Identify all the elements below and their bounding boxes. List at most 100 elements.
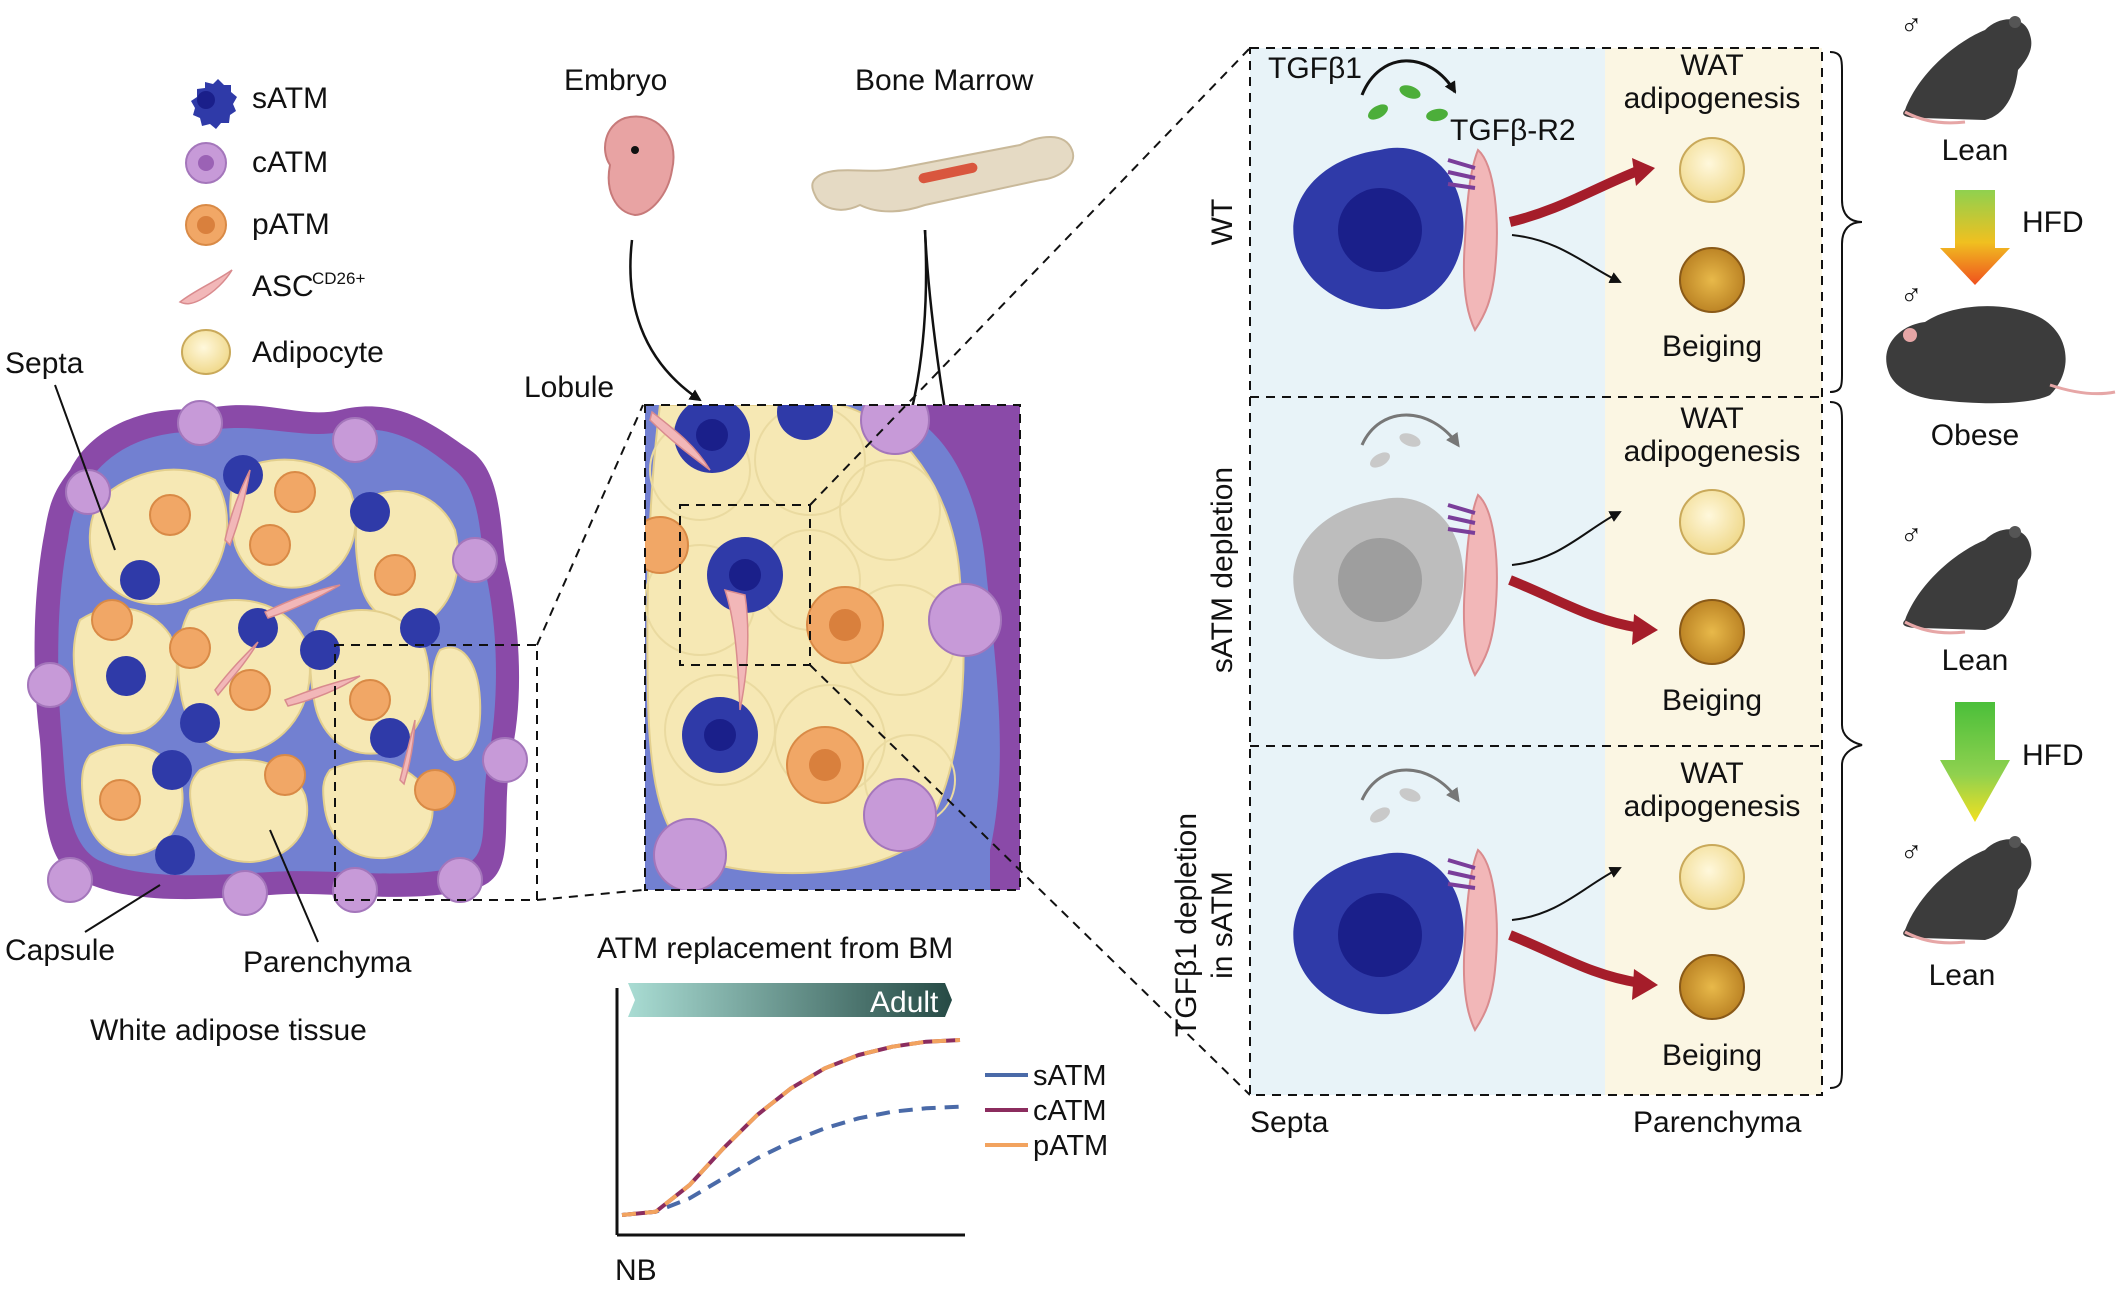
lobule-catm-1 xyxy=(928,583,1002,657)
parenchyma-label: Parenchyma xyxy=(243,946,412,979)
chart-x-label: NB xyxy=(615,1254,657,1286)
wt-wat-line1: WAT xyxy=(1680,49,1743,82)
stage-band xyxy=(628,983,952,1017)
wt-wat-line2: adipogenesis xyxy=(1624,82,1801,115)
hfd-label-2: HFD xyxy=(2022,739,2084,772)
septa-label: Septa xyxy=(5,347,84,380)
receptor-label: TGFβ-R2 xyxy=(1450,114,1576,147)
ko-beiging-label: Beiging xyxy=(1662,1039,1762,1072)
obese-label: Obese xyxy=(1931,419,2019,452)
lobule-asc-1 xyxy=(723,588,749,711)
panels-frame xyxy=(1249,47,1823,1096)
chart-legend-patm: pATM xyxy=(1033,1130,1108,1162)
obese-mouse xyxy=(1886,306,2116,404)
lean-mouse-2 xyxy=(1903,526,2032,635)
tgfb1-secretion-arrow xyxy=(1360,59,1457,96)
lobule-box xyxy=(644,404,1021,891)
bone-icon xyxy=(811,136,1075,213)
series-line-catm xyxy=(621,1038,961,1217)
ko-thick-arrow xyxy=(1508,930,1641,988)
row-tgfb1-label-line2: in sATM xyxy=(1206,871,1239,979)
hfd-arrow-1 xyxy=(1940,190,2010,285)
lean-label-3: Lean xyxy=(1929,959,1996,992)
ko-wat-line1: WAT xyxy=(1680,757,1743,790)
legend-asc-superscript: CD26+ xyxy=(312,269,365,288)
grey-molecules xyxy=(1370,433,1421,468)
adipocyte-icon xyxy=(181,329,231,375)
depletion-beige-adipocyte xyxy=(1679,599,1745,665)
depletion-thin-arrow xyxy=(1511,511,1622,566)
ko-molecules xyxy=(1370,788,1421,823)
ko-thin-arrow xyxy=(1511,866,1622,921)
panels-parenchyma-label: Parenchyma xyxy=(1633,1106,1802,1139)
male-symbol-4: ♂ xyxy=(1900,836,1923,869)
brace-depletion xyxy=(1829,401,1863,1089)
asc-icon xyxy=(178,269,233,305)
legend-patm-label: pATM xyxy=(252,208,330,241)
lobule-satm-4 xyxy=(777,405,833,440)
wt-beiging-label: Beiging xyxy=(1662,330,1762,363)
ko-secretion-arrow xyxy=(1360,768,1460,803)
wt-receptors xyxy=(1447,158,1476,190)
legend-catm-label: cATM xyxy=(252,146,328,179)
grey-secretion-arrow xyxy=(1360,413,1460,448)
chart-lines xyxy=(621,1038,961,1217)
parenchyma-bg xyxy=(1605,48,1822,1095)
zoom-lines-wat xyxy=(536,404,644,901)
tissue-asc-cells xyxy=(214,469,416,786)
stage-band-label: Adult xyxy=(870,986,939,1019)
brace-wt xyxy=(1829,51,1863,393)
lean-mouse-3 xyxy=(1903,836,2032,945)
embryo-icon xyxy=(604,115,675,217)
row-wt-label: WT xyxy=(1206,199,1239,246)
lobule-zoom-box xyxy=(679,504,811,666)
ko-wat-line2: adipogenesis xyxy=(1624,790,1801,823)
row-wt: WT TGFβ1 TGFβ-R2 WAT adipogenesis Beigin… xyxy=(1206,49,1800,363)
legend-adipocyte-label: Adipocyte xyxy=(252,336,384,369)
lobule: Lobule Embryo Bone Marrow xyxy=(524,64,1075,891)
lobule-capsule xyxy=(860,405,1020,890)
legend-catm: cATM xyxy=(185,142,328,184)
wt-beige-adipocyte xyxy=(1679,247,1745,313)
ko-asc xyxy=(1462,848,1498,1032)
lobule-label: Lobule xyxy=(524,371,614,404)
depletion-receptors xyxy=(1447,503,1476,535)
white-adipose-tissue: Septa Capsule Parenchyma White adipose t… xyxy=(5,347,538,1047)
legend-asc: ASC CD26+ xyxy=(178,269,365,305)
chart-title: ATM replacement from BM xyxy=(597,932,953,965)
lobule-catm-3 xyxy=(653,818,727,890)
legend-satm: sATM xyxy=(191,79,328,129)
row-satm-depletion: sATM depletion WAT adipogenesis Beiging xyxy=(1206,402,1800,717)
male-symbol-2: ♂ xyxy=(1900,279,1923,312)
ko-receptors xyxy=(1447,858,1476,890)
capsule-label: Capsule xyxy=(5,934,115,967)
series-line-patm xyxy=(621,1038,961,1217)
mechanism-panels: Septa Parenchyma WT TGFβ1 TGFβ-R2 WAT ad… xyxy=(1170,47,1823,1139)
depletion-white-adipocyte xyxy=(1679,489,1745,555)
series-line-satm xyxy=(621,1104,961,1217)
mice-column: ♂ Lean HFD ♂ Obese ♂ Lean HFD ♂ xyxy=(1886,9,2116,992)
ko-beige-adipocyte xyxy=(1679,954,1745,1020)
depletion-wat-line2: adipogenesis xyxy=(1624,435,1801,468)
legend-patm: pATM xyxy=(185,204,330,246)
lobule-patm-3 xyxy=(645,516,689,574)
tissue-patm-cells xyxy=(91,471,456,821)
hfd-arrow-2 xyxy=(1940,702,2010,822)
wt-thin-arrow xyxy=(1511,234,1622,284)
lobule-catm-2 xyxy=(863,778,937,852)
chart-legend-catm: cATM xyxy=(1033,1095,1107,1127)
male-symbol-1: ♂ xyxy=(1900,9,1923,42)
row-tgfb1-label-line1: TGFβ1 depletion xyxy=(1170,813,1203,1037)
zoom-lines-panels xyxy=(809,47,1251,1096)
ko-white-adipocyte xyxy=(1679,844,1745,910)
parenchyma-pointer xyxy=(269,829,319,943)
tgfb1-label: TGFβ1 xyxy=(1268,52,1362,85)
lean-label-2: Lean xyxy=(1942,644,2009,677)
wat-caption: White adipose tissue xyxy=(90,1014,367,1047)
tgfb1-molecules xyxy=(1368,85,1448,122)
wt-white-adipocyte xyxy=(1679,137,1745,203)
depletion-beiging-label: Beiging xyxy=(1662,684,1762,717)
row-tgfb1-depletion: TGFβ1 depletion in sATM WAT adipogenesis… xyxy=(1170,757,1800,1072)
lobule-catm-4 xyxy=(860,405,930,455)
